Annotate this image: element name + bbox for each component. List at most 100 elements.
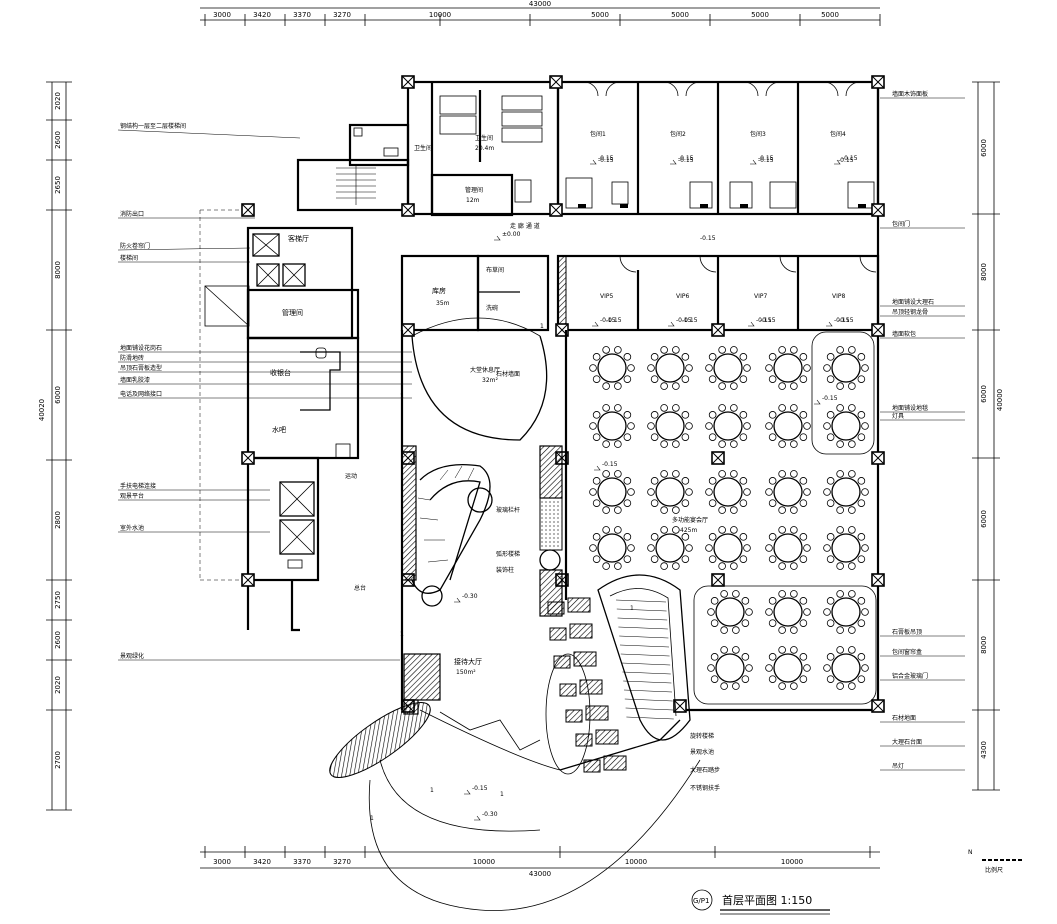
level-value: -0.15 <box>756 317 772 324</box>
level-triangle <box>454 597 461 603</box>
round-table <box>589 346 635 390</box>
mgmt-label: 管理间 <box>282 308 303 317</box>
column <box>401 75 415 89</box>
round-table <box>823 404 869 448</box>
center-annotation-text: 大理石踏步 <box>690 766 720 774</box>
column <box>549 203 563 217</box>
drawing-title-block: G/P1 首层平面图 1:150 比例尺 N <box>691 849 1022 915</box>
right-annotation-text: 地面铺设地毯 <box>892 404 928 412</box>
door-swing <box>845 81 861 97</box>
left-dim-label: 2020 <box>54 92 62 110</box>
column <box>871 75 885 89</box>
right-annotation-text: 墙面软包 <box>892 330 916 338</box>
right-annotation-text: 石膏板吊顶 <box>892 628 922 636</box>
round-table <box>707 646 753 690</box>
level-marks: ±0.00-0.15-0.15-0.15-0.15-0.15-0.15-0.15… <box>454 155 858 821</box>
left-annotation-text: 钢结构一层至二层楼梯间 <box>120 122 186 130</box>
column <box>871 203 885 217</box>
door-swing <box>765 81 781 97</box>
bottom-dim-label: 3270 <box>333 858 351 866</box>
round-table <box>705 470 751 514</box>
cargo-elevator-block <box>246 456 320 582</box>
level-triangle <box>474 815 481 821</box>
right-annotation-text: 包间窗帘盒 <box>892 648 922 656</box>
left-dim-label: 2750 <box>54 591 62 609</box>
bottom-dim-label: 10000 <box>473 858 495 866</box>
level-value: -0.30 <box>482 811 498 818</box>
hall-label: 大堂休息厅 <box>470 366 500 374</box>
exterior-features <box>329 702 701 911</box>
toilet-label: 卫生间 <box>475 134 493 142</box>
level-triangle <box>464 789 471 795</box>
right-annotations: 墙面木饰面板包间门地面铺设大理石吊顶轻钢龙骨墙面软包地面铺设地毯灯具石膏板吊顶包… <box>496 90 965 792</box>
level-value: -0.15 <box>842 155 858 162</box>
banquet-label: 多功能宴会厅 <box>672 516 708 524</box>
right-annotation-text: 灯具 <box>892 412 904 420</box>
left-dim-label: 2600 <box>54 131 62 149</box>
leader-line <box>117 247 251 251</box>
round-table <box>589 526 635 570</box>
toilet-area-label: 20.4m <box>475 145 494 152</box>
seating-block <box>567 597 591 613</box>
stair-block <box>296 158 410 212</box>
seating-block <box>549 627 567 641</box>
front-desk-label: 总台 <box>354 584 366 592</box>
axis-grid <box>199 209 248 581</box>
top-dim-label: 3370 <box>293 11 311 19</box>
left-annotation-text: 吊顶石膏板造型 <box>120 364 162 372</box>
round-table <box>705 404 751 448</box>
center-annotation-text: 弧形楼梯 <box>496 550 520 558</box>
center-annotation-text: 景观水池 <box>690 748 714 756</box>
round-table <box>765 346 811 390</box>
round-table <box>823 646 869 690</box>
center-annotation-text: 装饰柱 <box>496 566 514 574</box>
left-annotation-text: 楼梯间 <box>120 254 138 262</box>
drawing-title: 首层平面图 1:150 <box>722 893 812 907</box>
kitchen-label: 管理间 <box>465 186 483 194</box>
stair-tread <box>624 698 673 702</box>
stair-tread <box>616 608 667 612</box>
private-room-label: 包间2 <box>670 130 686 138</box>
scale-bar-label: 比例尺 <box>985 866 1003 874</box>
stair-tread <box>620 653 670 657</box>
left-annotation-text: 防火卷帘门 <box>120 242 150 250</box>
round-table <box>765 404 811 448</box>
section-mark: 1 <box>400 393 404 400</box>
seating-block <box>595 729 619 745</box>
north-label: N <box>968 849 973 856</box>
bottom-dim-label: 3000 <box>213 858 231 866</box>
level-value: -0.30 <box>462 593 478 600</box>
seating-block <box>575 733 593 747</box>
round-table <box>823 346 869 390</box>
round-table <box>589 404 635 448</box>
round-table <box>707 590 753 634</box>
column <box>711 573 725 587</box>
top-dim-label: 10000 <box>429 11 451 19</box>
right-dim-label: 8000 <box>980 636 988 654</box>
section-mark: 1 <box>500 791 504 798</box>
level-value: -0.15 <box>678 155 694 162</box>
level-triangle <box>748 321 755 327</box>
right-dim-label: 6000 <box>980 139 988 157</box>
fan-stair <box>419 574 691 775</box>
sports-entry-label: 运动 <box>345 472 357 480</box>
round-table <box>705 346 751 390</box>
elevator-car-1 <box>252 233 280 257</box>
kitchen-area-label: 12m <box>466 197 480 204</box>
banquet-area: 425m <box>680 527 697 534</box>
level-value: -0.15 <box>600 317 616 324</box>
level-value: -0.15 <box>472 785 488 792</box>
level-value: -0.15 <box>822 395 838 402</box>
stair-tread <box>626 716 674 720</box>
vip-room-level: -0.15 <box>606 317 622 324</box>
section-mark: 1 <box>430 787 434 794</box>
stair-tread <box>615 599 667 603</box>
left-annotation-text: 观景平台 <box>120 492 144 500</box>
level-triangle <box>668 321 675 327</box>
top-dim-label: 5000 <box>821 11 839 19</box>
column <box>549 75 563 89</box>
